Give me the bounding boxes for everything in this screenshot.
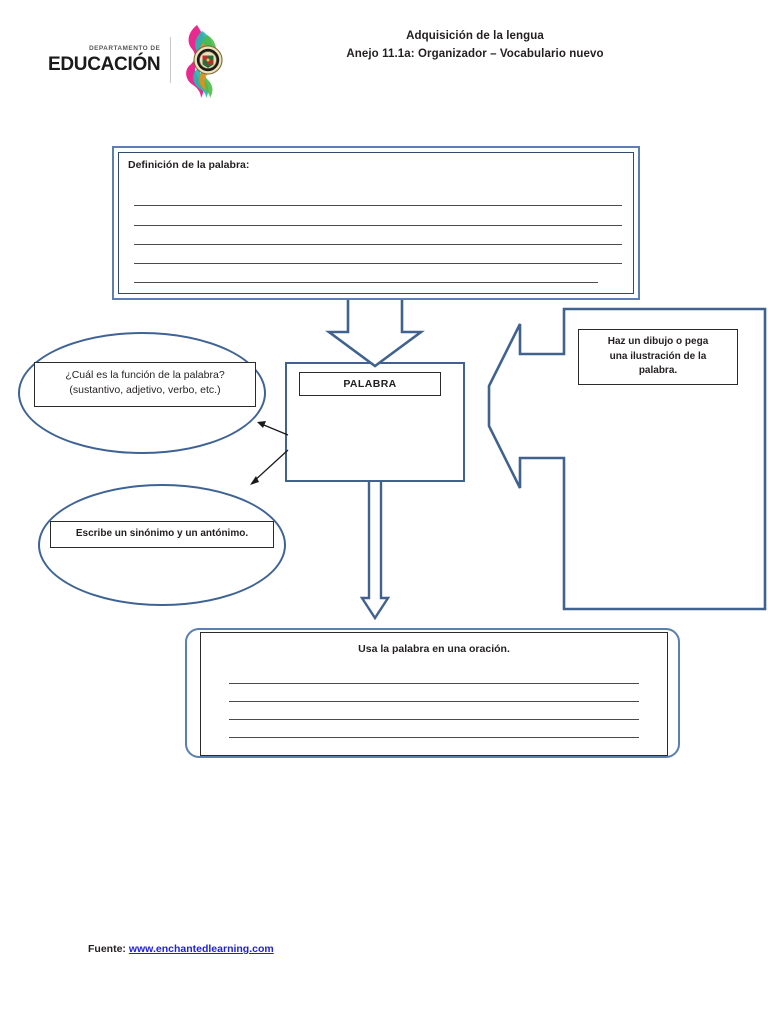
logo-org-label: EDUCACIÓN	[48, 53, 161, 75]
sentence-box[interactable]: Usa la palabra en una oración.	[185, 628, 680, 758]
function-question-ellipse	[18, 332, 266, 454]
function-question-line-1: ¿Cuál es la función de la palabra?	[65, 369, 225, 381]
definition-writing-line[interactable]	[134, 205, 622, 206]
page-title-line-1: Adquisición de la lengua	[406, 30, 544, 42]
definition-box-inner-border	[118, 152, 634, 294]
source-link[interactable]: www.enchantedlearning.com	[128, 943, 274, 955]
logo-wordmark: DEPARTAMENTO DE EDUCACIÓN	[48, 46, 170, 74]
sentence-title: Usa la palabra en una oración.	[358, 643, 510, 655]
source-footer: Fuente: www.enchantedlearning.com	[88, 943, 274, 955]
down-block-arrow-definition-to-word	[325, 300, 425, 368]
drawing-instruction-line-3: palabra.	[638, 365, 678, 376]
synonym-antonym-line-1: Escribe un sinónimo y un antónimo.	[75, 528, 249, 539]
page-title: Adquisición de la lengua Anejo 11.1a: Or…	[240, 28, 710, 64]
page-title-line-2: Anejo 11.1a: Organizador – Vocabulario n…	[346, 47, 604, 60]
sentence-writing-line[interactable]	[229, 719, 639, 720]
function-question-line-2: (sustantivo, adjetivo, verbo, etc.)	[69, 384, 221, 397]
definition-writing-line[interactable]	[134, 225, 622, 226]
logo-divider	[170, 37, 172, 83]
definition-label: Definición de la palabra:	[128, 159, 250, 171]
drawing-instruction-box[interactable]: Haz un dibujo o pega una ilustración de …	[578, 329, 738, 385]
source-label: Fuente:	[88, 943, 126, 955]
word-center-box[interactable]: PALABRA	[285, 362, 465, 482]
down-thin-arrow-word-to-sentence	[359, 482, 391, 621]
drawing-instruction-line-2: una ilustración de la	[609, 350, 707, 362]
drawing-instruction-line-1: Haz un dibujo o pega	[607, 336, 709, 347]
sentence-writing-line[interactable]	[229, 683, 639, 684]
function-question-box[interactable]: ¿Cuál es la función de la palabra? (sust…	[34, 362, 256, 407]
definition-writing-line[interactable]	[134, 282, 598, 283]
education-department-logo: DEPARTAMENTO DE EDUCACIÓN	[48, 25, 238, 98]
line-arrow-word-to-synonym	[250, 449, 289, 485]
synonym-antonym-ellipse	[38, 484, 286, 606]
puerto-rico-education-seal-icon	[186, 25, 223, 98]
definition-box[interactable]: Definición de la palabra:	[112, 146, 640, 300]
definition-writing-line[interactable]	[134, 244, 622, 245]
drawing-arrow-callout-shape	[487, 307, 767, 611]
sentence-box-inner-border: Usa la palabra en una oración.	[200, 632, 668, 756]
word-label: PALABRA	[299, 372, 441, 396]
sentence-writing-line[interactable]	[229, 701, 639, 702]
sentence-writing-line[interactable]	[229, 737, 639, 738]
logo-department-label: DEPARTAMENTO DE	[88, 45, 161, 53]
definition-writing-line[interactable]	[134, 263, 622, 264]
page-header: DEPARTAMENTO DE EDUCACIÓN Adquisición de…	[0, 0, 768, 110]
synonym-antonym-box[interactable]: Escribe un sinónimo y un antónimo.	[50, 521, 274, 548]
line-arrow-word-to-function	[257, 421, 289, 436]
